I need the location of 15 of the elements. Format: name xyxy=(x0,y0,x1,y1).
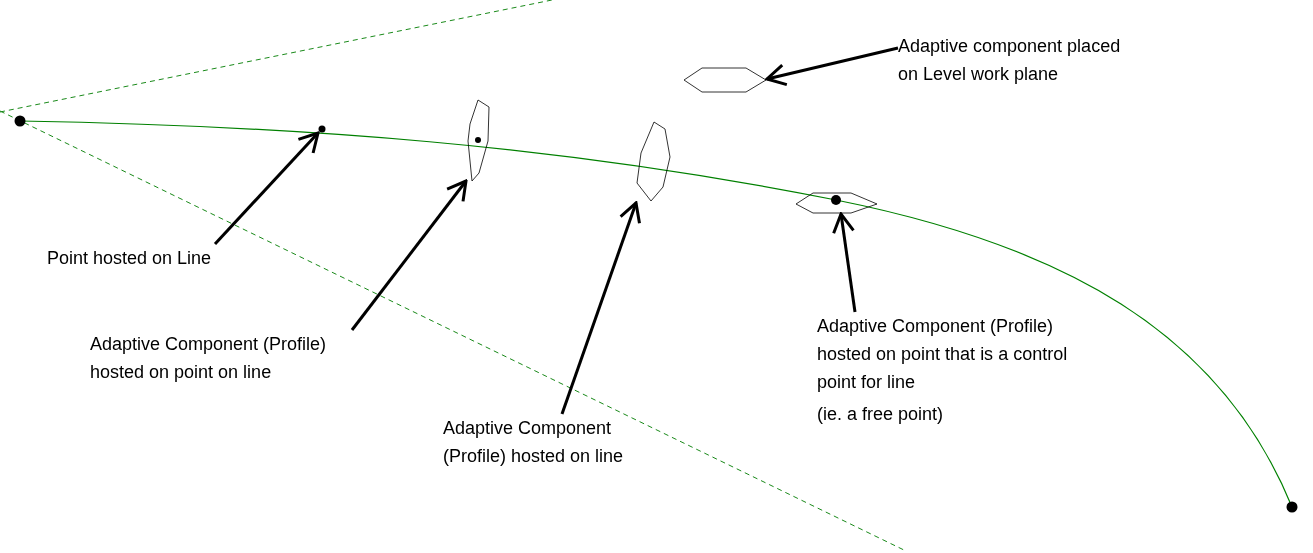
annotation-text: Adaptive Component (Profile) hosted on point on line xyxy=(90,333,328,384)
annotation-text: Adaptive component placed on Level work plane xyxy=(898,35,1122,86)
annotation-text: Adaptive Component (Profile) hosted on point that is a control point for line xyxy=(817,315,1069,394)
annotation-text: (ie. a free point) xyxy=(817,403,945,426)
profile-hexagon xyxy=(635,121,672,203)
leader-arrow xyxy=(350,179,468,331)
leader-arrow xyxy=(213,131,320,245)
leader-arrow xyxy=(560,201,641,415)
annotation-text: Point hosted on Line xyxy=(47,247,213,270)
annotation-text: Adaptive Component (Profile) hosted on line xyxy=(443,417,625,468)
profile-hexagon xyxy=(684,67,767,93)
point-dot xyxy=(318,125,326,133)
leader-arrow xyxy=(765,46,899,87)
leader-arrow xyxy=(832,212,857,313)
profile-hexagon xyxy=(466,99,491,183)
